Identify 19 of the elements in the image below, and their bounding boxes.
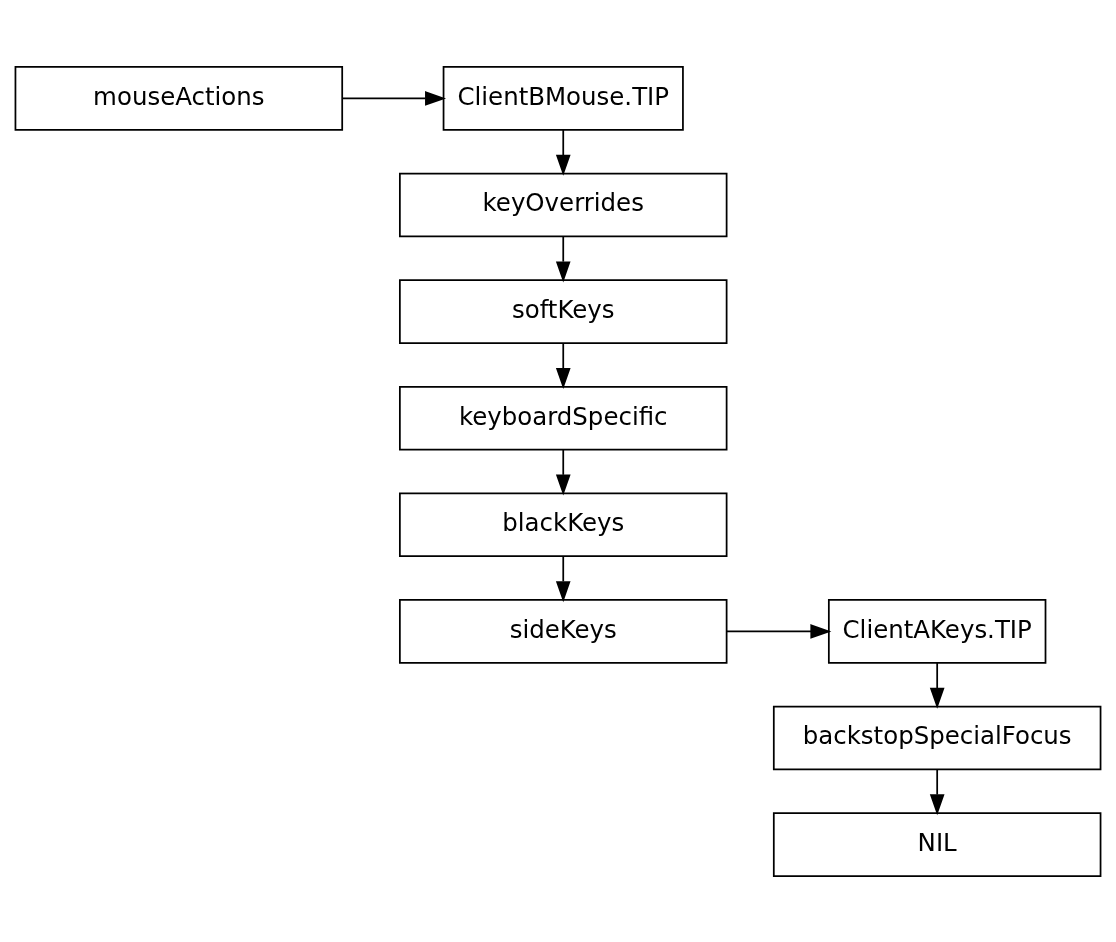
node-box: NIL bbox=[772, 811, 1102, 877]
node-box: backstopSpecialFocus bbox=[772, 705, 1102, 770]
arrow bbox=[555, 341, 571, 389]
arrow bbox=[555, 235, 571, 282]
arrow bbox=[929, 661, 945, 709]
node-box: softKeys bbox=[399, 278, 728, 344]
arrow bbox=[555, 448, 571, 496]
node-box: keyOverrides bbox=[399, 172, 728, 237]
node-box: keyboardSpecific bbox=[399, 385, 728, 451]
node-box: mouseActions bbox=[14, 65, 344, 131]
node-box: sideKeys bbox=[399, 598, 728, 664]
arrow bbox=[929, 768, 945, 815]
arrow bbox=[725, 623, 832, 639]
arrow bbox=[555, 128, 571, 176]
arrow bbox=[341, 90, 447, 106]
node-box: ClientAKeys.TIP bbox=[827, 598, 1047, 664]
arrow bbox=[555, 555, 571, 602]
node-box: ClientBMouse.TIP bbox=[442, 65, 684, 131]
node-box: blackKeys bbox=[399, 491, 728, 557]
